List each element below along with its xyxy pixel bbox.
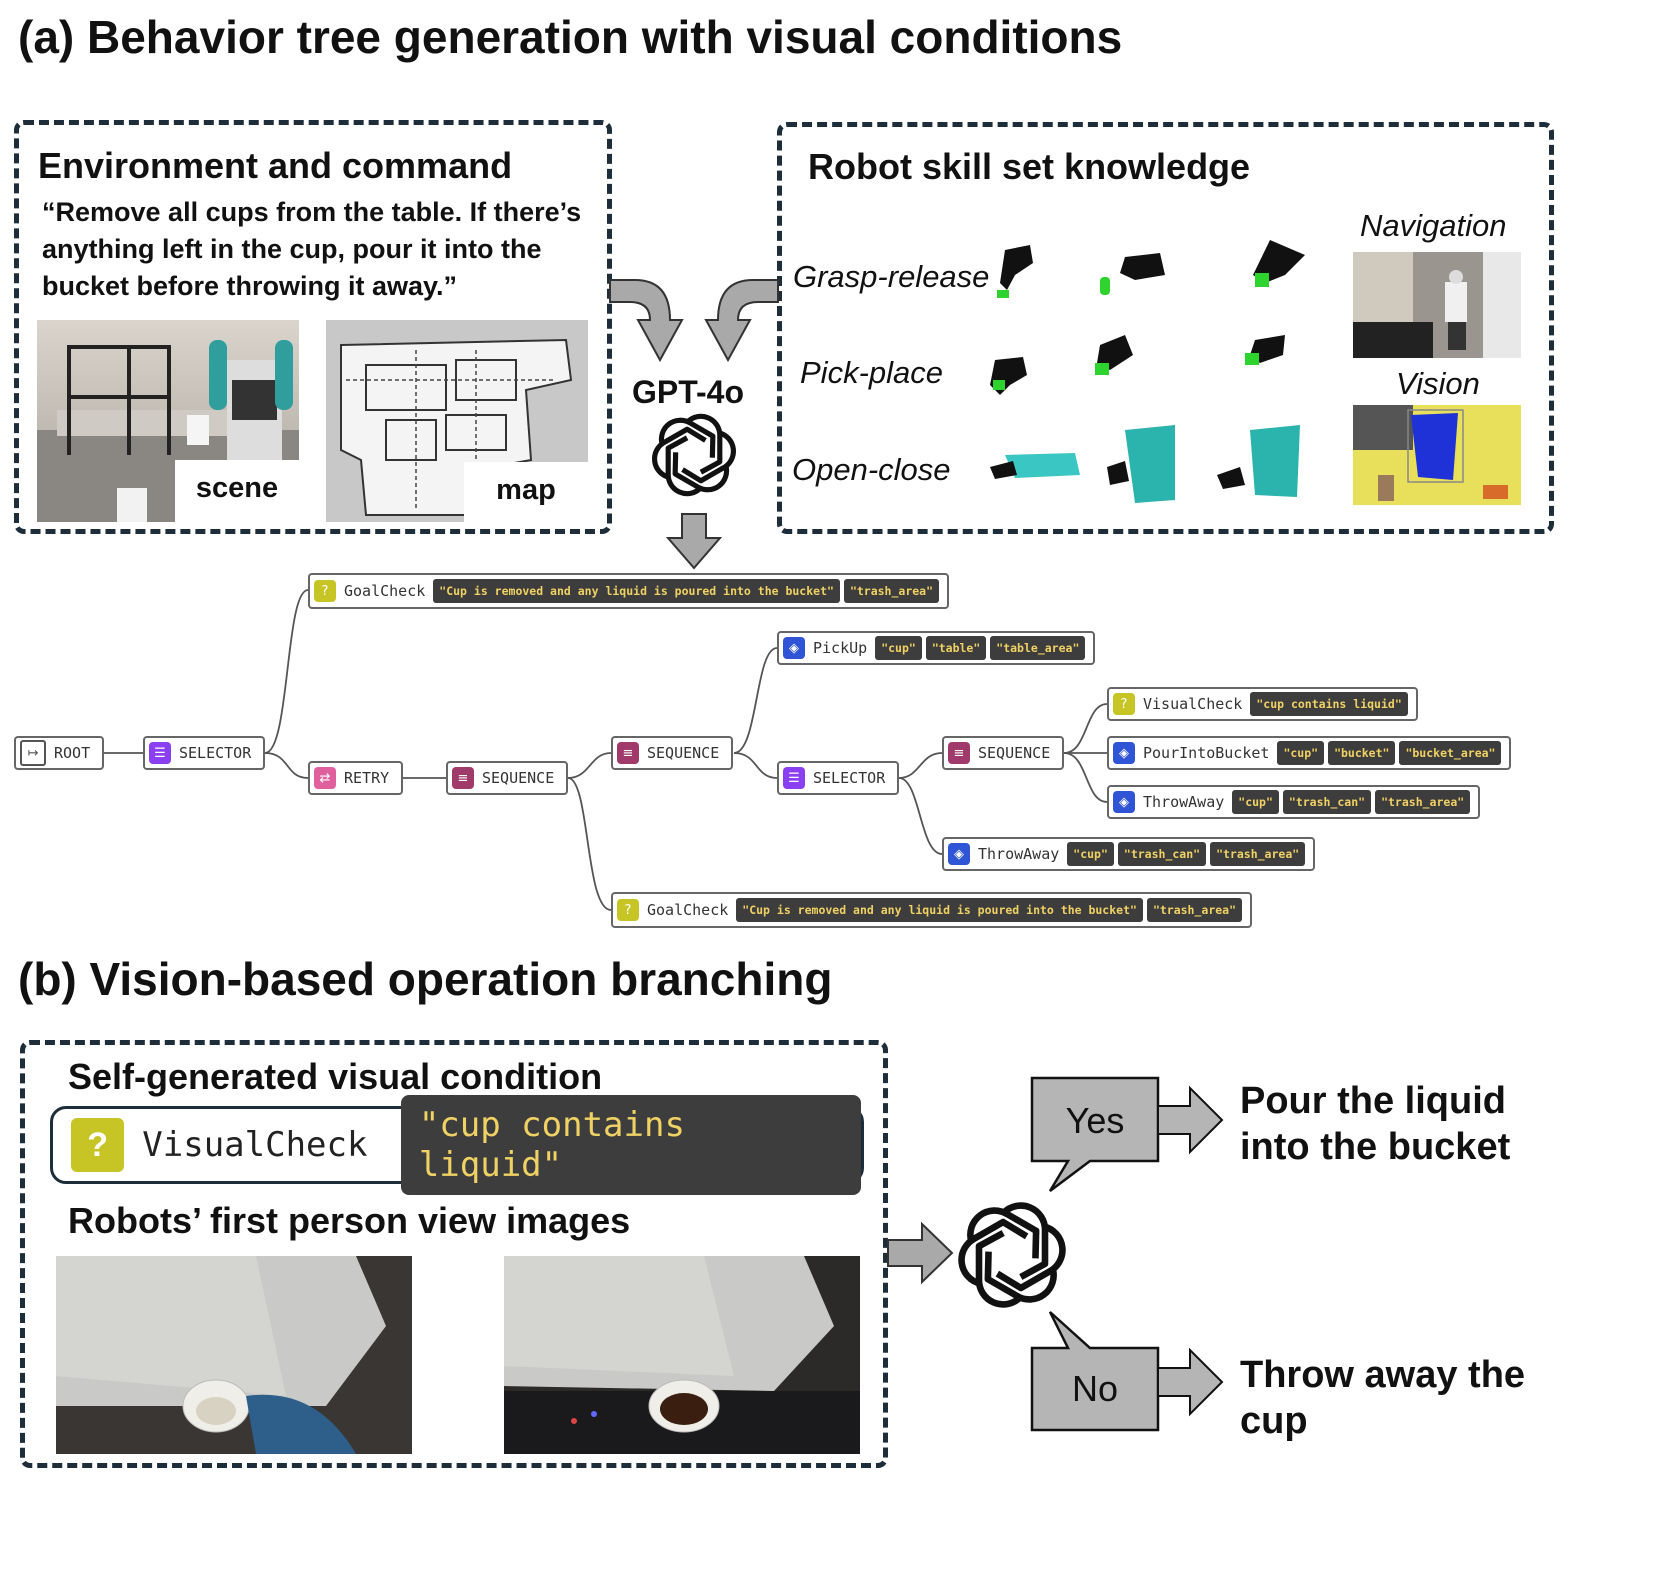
openai-logo-icon (958, 1202, 1066, 1308)
scene-label: scene (175, 460, 299, 522)
openai-logo-icon (651, 413, 737, 497)
skill-pick-place: Pick-place (800, 355, 943, 390)
root-icon: ↦ (20, 740, 46, 766)
sequence-node: ≡ SEQUENCE (446, 761, 569, 795)
skill-renders (990, 240, 1305, 503)
tree-connectors (101, 589, 1108, 911)
selector-icon: ☰ (783, 767, 805, 789)
gripper-render (1100, 253, 1165, 295)
section-a-title: (a) Behavior tree generation with visual… (18, 11, 1123, 63)
yes-label: Yes (1065, 1100, 1125, 1141)
goalcheck-node: ? GoalCheck "Cup is removed and any liqu… (611, 892, 1253, 928)
scene-image (37, 320, 299, 522)
down-arrow (665, 513, 723, 570)
visualcheck-big-node: ? VisualCheck "cup contains liquid" (50, 1095, 864, 1195)
throwaway-node: ◈ ThrowAway "cup" "trash_can" "trash_are… (1107, 785, 1481, 819)
vision-image (1353, 405, 1521, 505)
input-arrows (609, 279, 779, 363)
yes-action-text: Pour the liquid into the bucket (1240, 1080, 1511, 1168)
navigation-label: Navigation (1360, 208, 1507, 243)
environment-box (14, 120, 612, 534)
gpt-label: GPT-4o (632, 374, 745, 410)
sequence-icon: ≡ (948, 742, 970, 764)
skill-grasp-release: Grasp-release (793, 259, 990, 294)
sequence-node: ≡ SEQUENCE (942, 736, 1065, 770)
selector-node: ☰ SELECTOR (777, 761, 900, 795)
no-bubble (1030, 1311, 1224, 1432)
map-label: map (464, 462, 588, 522)
goal-check-icon: ? (617, 899, 639, 921)
throwaway-node: ◈ ThrowAway "cup" "trash_can" "trash_are… (942, 837, 1316, 871)
fpv-image-full-cup (504, 1256, 860, 1454)
fpv-title: Robots’ first person view images (68, 1200, 631, 1241)
retry-node: ⇄ RETRY (308, 761, 404, 795)
right-arrow (887, 1221, 954, 1285)
skill-set-box (777, 122, 1554, 534)
action-cube-icon: ◈ (1113, 791, 1135, 813)
no-action-text: Throw away the cup (1240, 1354, 1526, 1442)
gripper-render (997, 245, 1033, 298)
pourintobucket-node: ◈ PourIntoBucket "cup" "bucket" "bucket_… (1107, 736, 1512, 770)
selector-node: ☰ SELECTOR (143, 736, 266, 770)
section-b-title: (b) Vision-based operation branching (18, 953, 833, 1005)
goal-check-icon: ? (314, 580, 336, 602)
no-label: No (1071, 1368, 1119, 1409)
vision-label: Vision (1396, 366, 1480, 401)
root-node: ↦ ROOT (14, 736, 105, 770)
sequence-icon: ≡ (452, 767, 474, 789)
selector-icon: ☰ (149, 742, 171, 764)
navigation-image (1353, 252, 1521, 358)
goalcheck-node: ? GoalCheck "Cup is removed and any liqu… (308, 573, 950, 609)
command-text: “Remove all cups from the table. If ther… (42, 197, 582, 301)
action-cube-icon: ◈ (948, 843, 970, 865)
environment-title: Environment and command (38, 145, 513, 186)
yes-bubble (1030, 1076, 1224, 1192)
pickup-node: ◈ PickUp "cup" "table" "table_area" (777, 631, 1096, 665)
retry-icon: ⇄ (314, 767, 336, 789)
gripper-render (1253, 240, 1305, 287)
action-cube-icon: ◈ (783, 637, 805, 659)
visual-condition-box (20, 1040, 888, 1468)
skill-set-title: Robot skill set knowledge (808, 146, 1251, 187)
skill-open-close: Open-close (792, 452, 951, 487)
visual-condition-title: Self-generated visual condition (68, 1056, 603, 1097)
action-cube-icon: ◈ (1113, 742, 1135, 764)
visual-check-icon: ? (71, 1118, 125, 1172)
fpv-image-empty-cup (56, 1256, 412, 1454)
visual-check-icon: ? (1113, 693, 1135, 715)
sequence-icon: ≡ (617, 742, 639, 764)
visualcheck-node: ? VisualCheck "cup contains liquid" (1107, 687, 1418, 721)
sequence-node: ≡ SEQUENCE (611, 736, 734, 770)
